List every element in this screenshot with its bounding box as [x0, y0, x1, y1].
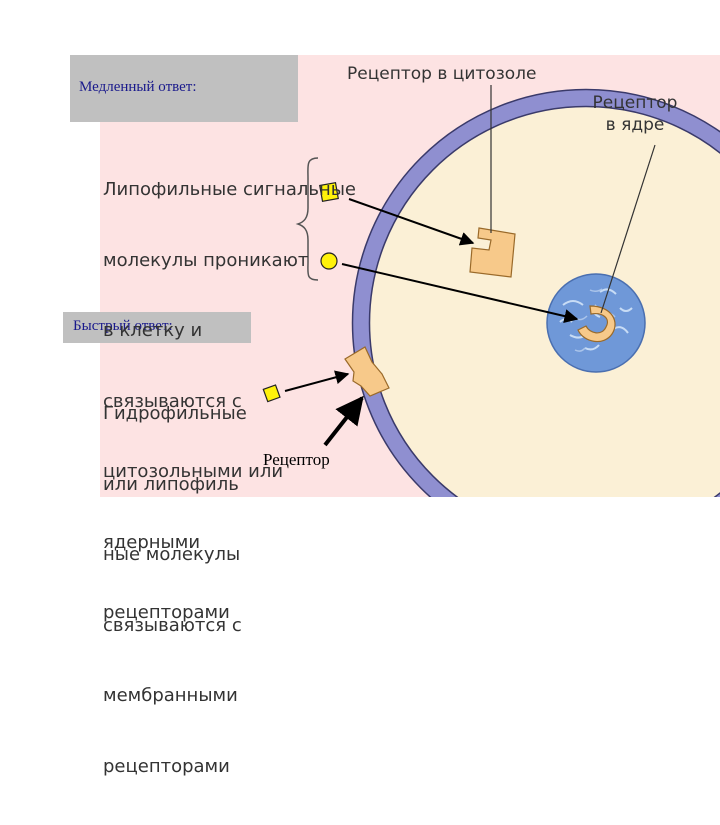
fast-description: Гидрофильные или липофиль ные молекулы с… [103, 355, 247, 825]
fast-desc-line: Гидрофильные [103, 402, 247, 426]
fast-desc-line: мембранными [103, 684, 247, 708]
fast-desc-line: ные молекулы [103, 543, 247, 567]
slow-desc-line: молекулы проникают [103, 249, 356, 273]
nuclear-receptor-label-line: Рецептор [584, 92, 686, 114]
cytosol-receptor-label: Рецептор в цитозоле [347, 64, 536, 84]
nuclear-receptor-label-line: в ядре [584, 114, 686, 136]
diagram: Медленный ответ: Быстрый ответ: Липофиль… [0, 0, 720, 540]
slow-desc-line: в клетку и [103, 319, 356, 343]
slow-response-label: Медленный ответ: [79, 79, 197, 96]
nucleus [547, 274, 645, 372]
fast-desc-line: рецепторами [103, 755, 247, 779]
nuclear-receptor-label: Рецептор в ядре [584, 92, 686, 136]
slow-desc-line: Липофильные сигнальные [103, 178, 356, 202]
fast-desc-line: или липофиль [103, 473, 247, 497]
membrane-receptor-label: Рецептор [263, 450, 330, 470]
fast-desc-line: связываются с [103, 614, 247, 638]
